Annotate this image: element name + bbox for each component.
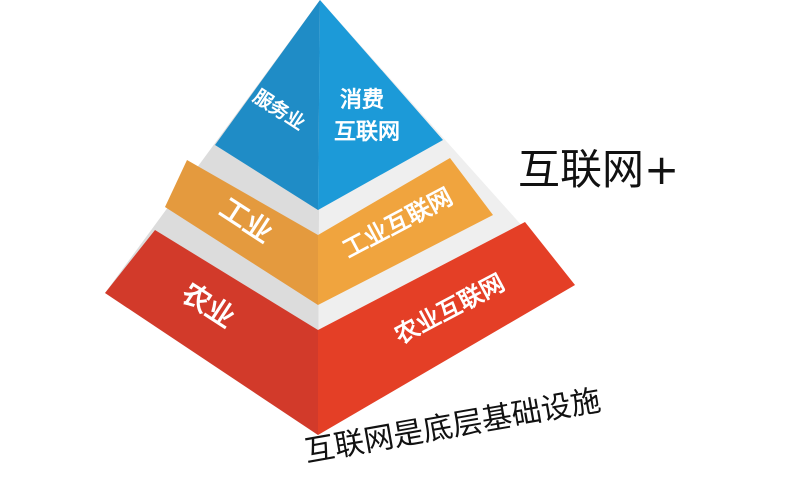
label-consumer-internet-2: 互联网 (334, 120, 401, 145)
layer-middle-right (318, 158, 493, 305)
layer-top-right (318, 0, 443, 210)
layer-top-left (215, 0, 320, 210)
title: 互联网+ (518, 145, 680, 194)
layer-bottom-right (318, 222, 575, 435)
layer-middle-left (165, 160, 318, 305)
label-consumer-internet-1: 消费 (340, 88, 385, 113)
layer-bottom-left (105, 230, 318, 435)
